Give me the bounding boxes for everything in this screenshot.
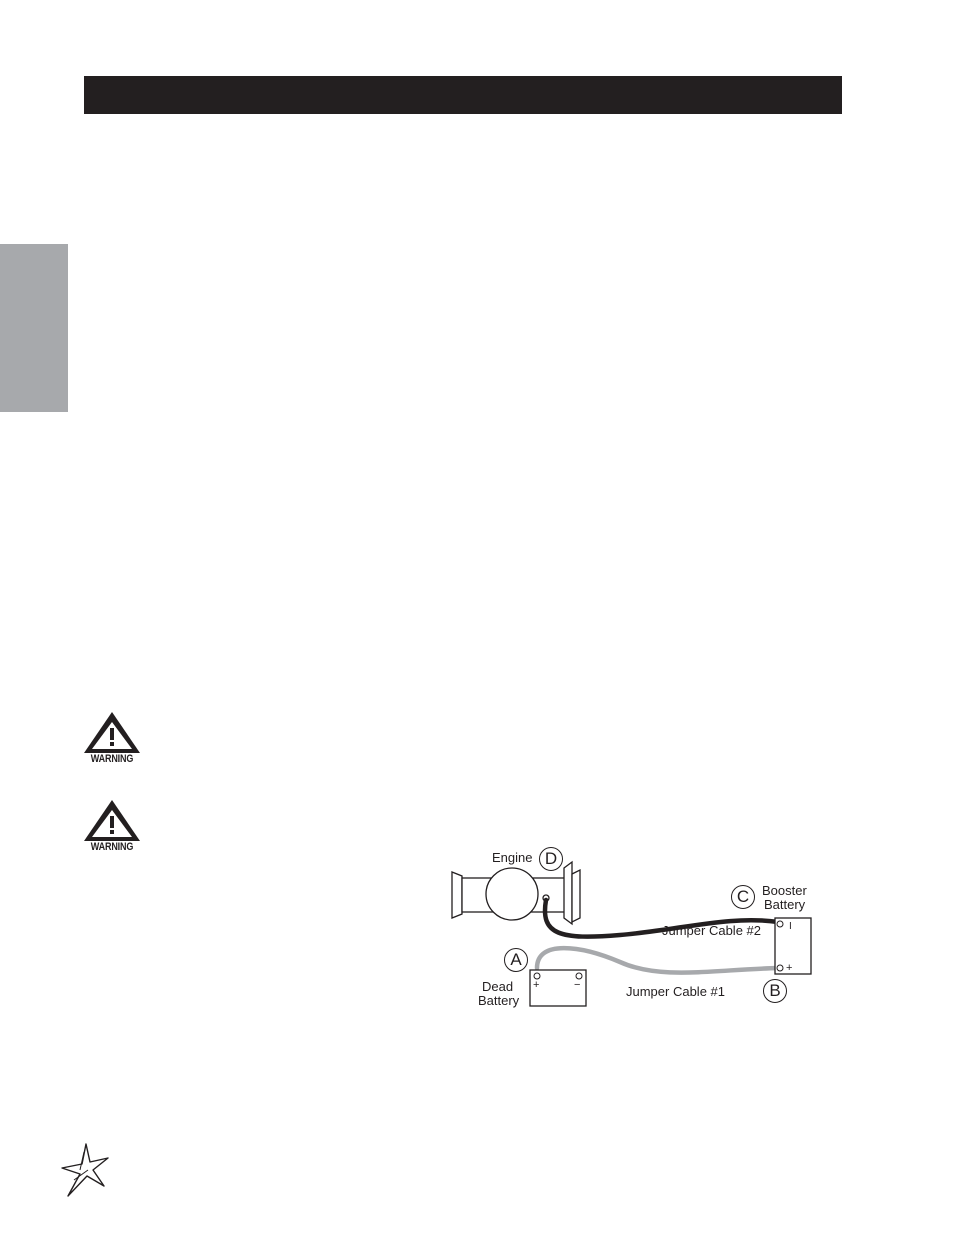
dead-battery-label-line1: Dead — [482, 979, 514, 994]
dead-plus-terminal: + — [533, 979, 540, 991]
marker-a: A — [504, 948, 528, 972]
jump-start-illustration — [451, 860, 812, 1007]
booster-label-line1: Booster — [762, 883, 807, 898]
warning-label: WARNING — [90, 753, 134, 765]
booster-label-line2: Battery — [764, 897, 806, 912]
jump-start-diagram: Engine D C Booster Battery I + Jumper Ca… — [440, 840, 830, 1020]
star-logo-icon — [60, 1140, 112, 1198]
booster-plus-terminal: + — [786, 962, 793, 974]
dead-battery-label-line2: Battery — [478, 993, 520, 1008]
marker-b: B — [763, 979, 787, 1003]
booster-minus-terminal: I — [789, 921, 792, 932]
warning-label: WARNING — [90, 841, 134, 853]
warning-triangle-icon — [84, 712, 140, 753]
engine-label: Engine — [492, 850, 533, 865]
warning-badge: WARNING — [80, 709, 144, 771]
engine-illustration — [451, 860, 581, 926]
warning-triangle-icon — [84, 800, 140, 841]
chapter-side-tab — [0, 244, 68, 412]
jumper-cable-1-label: Jumper Cable #1 — [626, 984, 725, 999]
marker-d: D — [539, 847, 563, 871]
dead-battery-illustration — [529, 969, 587, 1007]
jumper-cable-2 — [542, 897, 781, 939]
booster-battery-illustration — [774, 917, 812, 975]
jumper-cable-2-label: Jumper Cable #2 — [662, 923, 761, 938]
marker-c: C — [731, 885, 755, 909]
dead-minus-terminal: − — [574, 979, 581, 991]
jumper-cable-1 — [534, 945, 781, 975]
warning-badge: WARNING — [80, 797, 144, 859]
section-header-bar — [84, 76, 842, 114]
